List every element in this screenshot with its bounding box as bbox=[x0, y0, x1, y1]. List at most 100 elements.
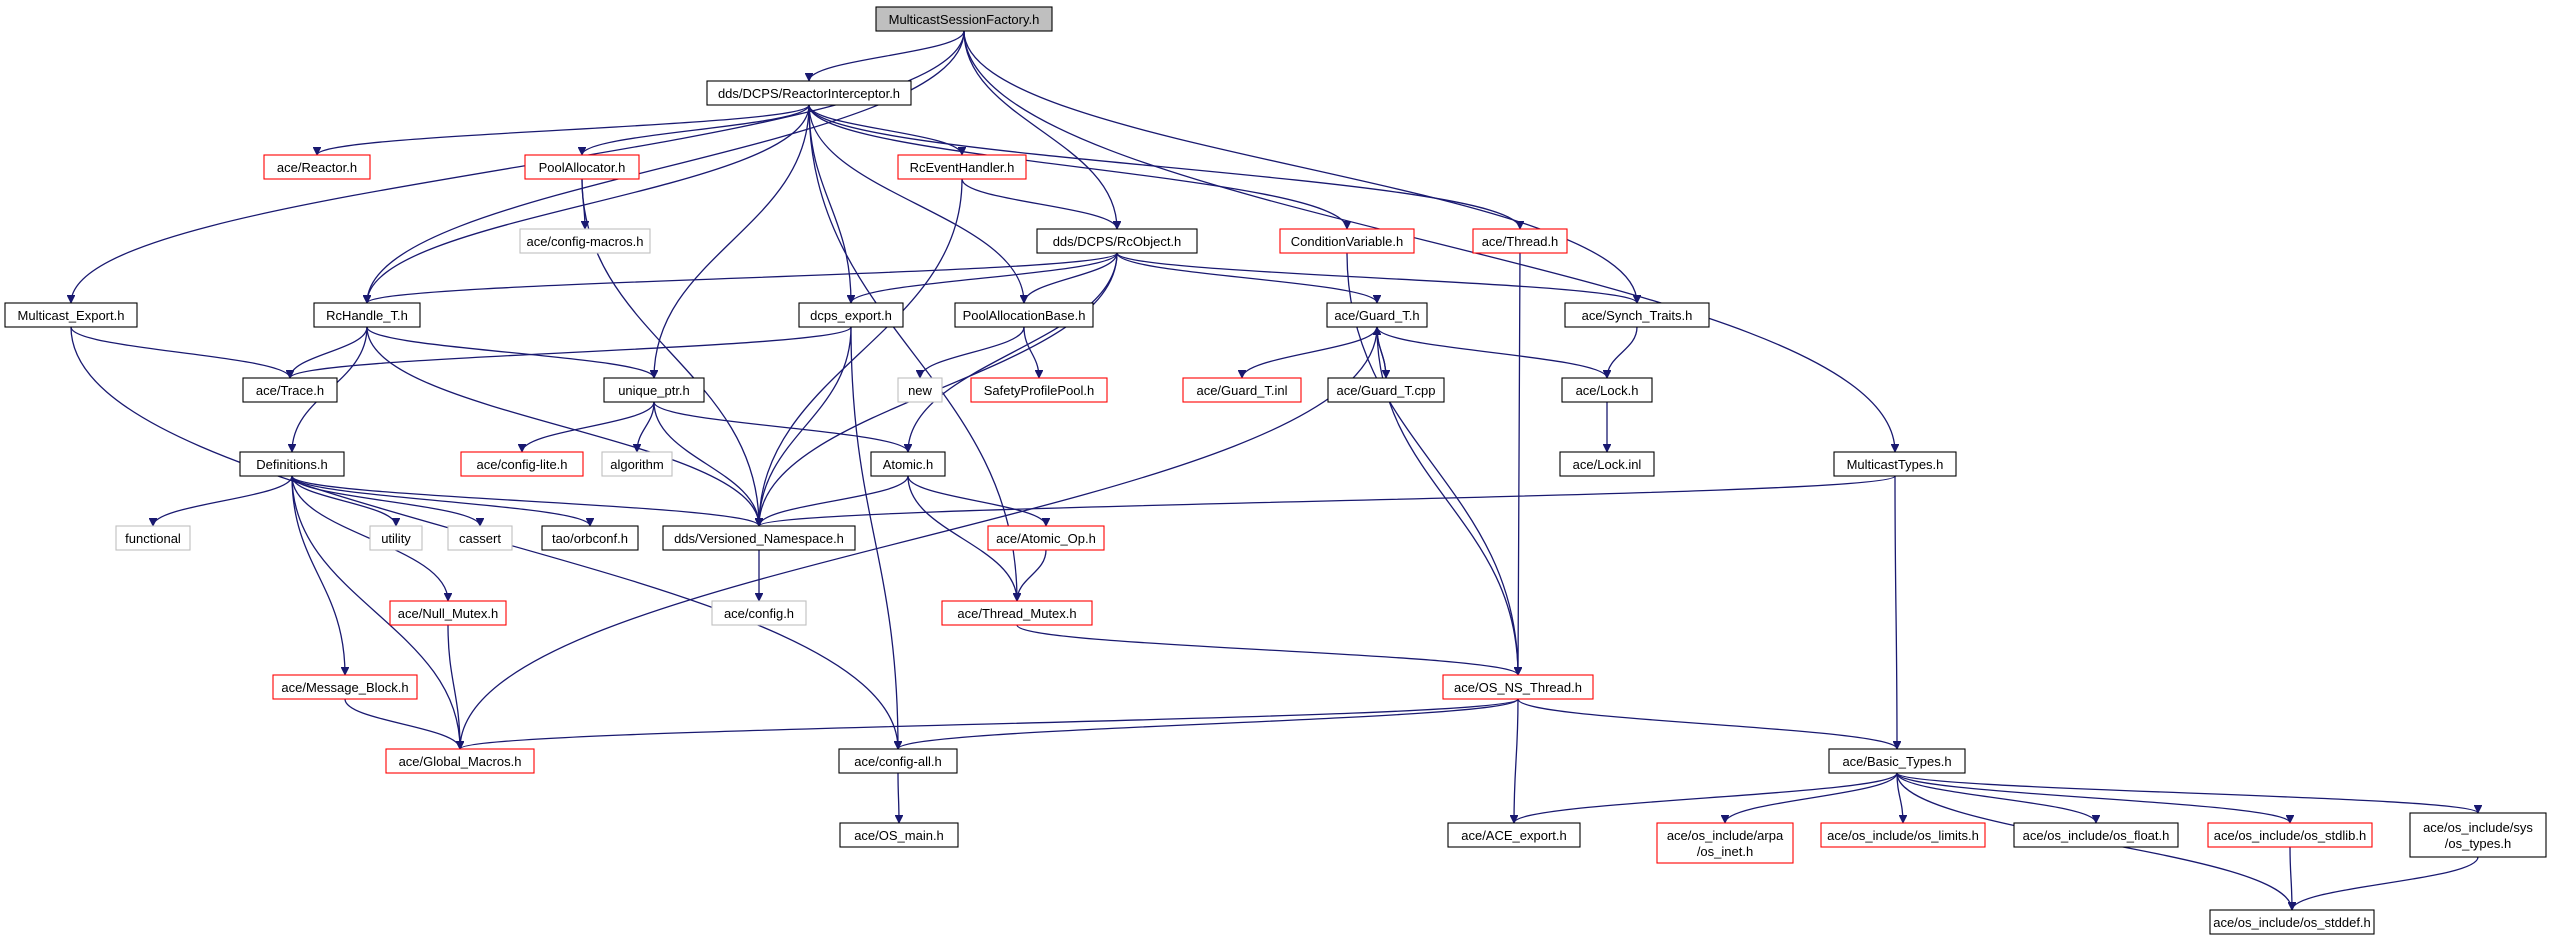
node-atomic[interactable]: Atomic.h bbox=[870, 451, 946, 477]
node-osns[interactable]: ace/OS_NS_Thread.h bbox=[1442, 674, 1594, 700]
edge-guardt-to-guardinl bbox=[1242, 326, 1378, 379]
node-box bbox=[954, 302, 1094, 328]
node-label: ace/Synch_Traits.h bbox=[1582, 308, 1693, 323]
node-msgblock[interactable]: ace/Message_Block.h bbox=[272, 674, 418, 700]
node-label: ace/Trace.h bbox=[256, 383, 324, 398]
node-mexport[interactable]: Multicast_Export.h bbox=[4, 302, 138, 328]
node-poolalloc[interactable]: PoolAllocator.h bbox=[524, 154, 640, 180]
edge-acethread-to-osns bbox=[1518, 252, 1520, 675]
node-label: dds/DCPS/ReactorInterceptor.h bbox=[718, 86, 900, 101]
node-configall[interactable]: ace/config-all.h bbox=[838, 748, 958, 774]
edge-uniqueptr-to-versioned bbox=[653, 401, 759, 526]
node-label: new bbox=[908, 383, 932, 398]
node-nullmutex[interactable]: ace/Null_Mutex.h bbox=[389, 600, 507, 626]
edge-reactorint-to-dcpsexport bbox=[808, 104, 851, 303]
node-oslimits[interactable]: ace/os_include/os_limits.h bbox=[1820, 822, 1986, 848]
edge-msf-to-mexport bbox=[71, 30, 965, 303]
node-rcobject[interactable]: dds/DCPS/RcObject.h bbox=[1036, 228, 1198, 254]
node-label: ace/Guard_T.inl bbox=[1196, 383, 1287, 398]
node-poolbase[interactable]: PoolAllocationBase.h bbox=[954, 302, 1094, 328]
node-osfloat[interactable]: ace/os_include/os_float.h bbox=[2013, 822, 2179, 848]
edge-defs-to-functional bbox=[153, 475, 293, 527]
node-aceexport[interactable]: ace/ACE_export.h bbox=[1447, 822, 1581, 848]
node-box bbox=[1656, 822, 1794, 864]
node-orbconf[interactable]: tao/orbconf.h bbox=[541, 525, 639, 551]
node-box bbox=[941, 600, 1093, 626]
node-defs[interactable]: Definitions.h bbox=[239, 451, 345, 477]
node-osmain[interactable]: ace/OS_main.h bbox=[839, 822, 959, 848]
node-synch[interactable]: ace/Synch_Traits.h bbox=[1564, 302, 1710, 328]
node-box bbox=[875, 6, 1053, 32]
node-osstdlib[interactable]: ace/os_include/os_stdlib.h bbox=[2207, 822, 2373, 848]
node-box bbox=[1561, 377, 1653, 403]
node-label: ace/os_include/os_stdlib.h bbox=[2214, 828, 2367, 843]
node-ostypes[interactable]: ace/os_include/sys/os_types.h bbox=[2409, 812, 2547, 858]
node-box bbox=[1833, 451, 1957, 477]
edge-defs-to-versioned bbox=[291, 475, 759, 527]
node-acetrace[interactable]: ace/Trace.h bbox=[242, 377, 338, 403]
node-globalmac[interactable]: ace/Global_Macros.h bbox=[385, 748, 535, 774]
node-acethread[interactable]: ace/Thread.h bbox=[1472, 228, 1568, 254]
node-acelock[interactable]: ace/Lock.h bbox=[1561, 377, 1653, 403]
node-box bbox=[1447, 822, 1581, 848]
node-guardcpp[interactable]: ace/Guard_T.cpp bbox=[1327, 377, 1445, 403]
edge-basictypes-to-osfloat bbox=[1896, 772, 2096, 824]
node-box bbox=[389, 600, 507, 626]
node-label: ace/os_include/os_float.h bbox=[2023, 828, 2170, 843]
node-box bbox=[4, 302, 138, 328]
node-label: ace/Lock.h bbox=[1576, 383, 1639, 398]
edge-rceh-to-rcobject bbox=[961, 178, 1117, 230]
edge-dcpsexport-to-configall bbox=[850, 326, 898, 749]
node-label: ace/os_include/arpa bbox=[1667, 828, 1784, 843]
node-label: ace/Guard_T.h bbox=[1334, 308, 1419, 323]
node-cfglite[interactable]: ace/config-lite.h bbox=[460, 451, 584, 477]
node-box bbox=[115, 525, 191, 551]
node-label: ace/config.h bbox=[724, 606, 794, 621]
node-dcpsexport[interactable]: dcps_export.h bbox=[798, 302, 904, 328]
node-label: ace/Basic_Types.h bbox=[1842, 754, 1951, 769]
edge-osns-to-aceexport bbox=[1514, 698, 1519, 823]
node-mtypes[interactable]: MulticastTypes.h bbox=[1833, 451, 1957, 477]
node-box bbox=[385, 748, 535, 774]
node-label: dcps_export.h bbox=[810, 308, 892, 323]
node-label: ace/config-all.h bbox=[854, 754, 941, 769]
edge-rcobject-to-poolbase bbox=[1024, 252, 1118, 304]
node-acereactor[interactable]: ace/Reactor.h bbox=[263, 154, 371, 180]
edge-nullmutex-to-globalmac bbox=[447, 624, 460, 749]
node-uniqueptr[interactable]: unique_ptr.h bbox=[603, 377, 705, 403]
node-box bbox=[1472, 228, 1568, 254]
node-rchandle[interactable]: RcHandle_T.h bbox=[313, 302, 421, 328]
node-rceh[interactable]: RcEventHandler.h bbox=[897, 154, 1027, 180]
node-box bbox=[272, 674, 418, 700]
node-safety[interactable]: SafetyProfilePool.h bbox=[970, 377, 1108, 403]
node-reactorint[interactable]: dds/DCPS/ReactorInterceptor.h bbox=[706, 80, 912, 106]
node-box bbox=[369, 525, 423, 551]
edge-defs-to-globalmac bbox=[291, 475, 460, 749]
node-lockinl[interactable]: ace/Lock.inl bbox=[1559, 451, 1655, 477]
node-cfgmacros: ace/config-macros.h bbox=[519, 228, 651, 254]
node-guardt[interactable]: ace/Guard_T.h bbox=[1326, 302, 1428, 328]
node-label: RcEventHandler.h bbox=[910, 160, 1015, 175]
edge-reactorint-to-rchandle bbox=[367, 104, 810, 303]
edge-reactorint-to-poolalloc bbox=[582, 104, 810, 156]
node-label: ace/Guard_T.cpp bbox=[1336, 383, 1435, 398]
node-atomicop[interactable]: ace/Atomic_Op.h bbox=[987, 525, 1105, 551]
node-basictypes[interactable]: ace/Basic_Types.h bbox=[1828, 748, 1966, 774]
node-box bbox=[711, 600, 807, 626]
node-osinet[interactable]: ace/os_include/arpa/os_inet.h bbox=[1656, 822, 1794, 864]
node-box bbox=[263, 154, 371, 180]
node-guardinl[interactable]: ace/Guard_T.inl bbox=[1182, 377, 1302, 403]
node-osstddef[interactable]: ace/os_include/os_stddef.h bbox=[2209, 909, 2375, 935]
node-label: /os_types.h bbox=[2445, 836, 2512, 851]
node-label: ace/Lock.inl bbox=[1573, 457, 1642, 472]
node-condvar[interactable]: ConditionVariable.h bbox=[1279, 228, 1415, 254]
node-threadmutex[interactable]: ace/Thread_Mutex.h bbox=[941, 600, 1093, 626]
edge-rcobject-to-atomic bbox=[908, 252, 1118, 452]
node-new: new bbox=[897, 377, 943, 403]
edge-rcobject-to-rchandle bbox=[367, 252, 1118, 304]
node-msf[interactable]: MulticastSessionFactory.h bbox=[875, 6, 1053, 32]
node-versioned[interactable]: dds/Versioned_Namespace.h bbox=[662, 525, 856, 551]
node-box bbox=[987, 525, 1105, 551]
edge-msgblock-to-globalmac bbox=[344, 698, 460, 750]
